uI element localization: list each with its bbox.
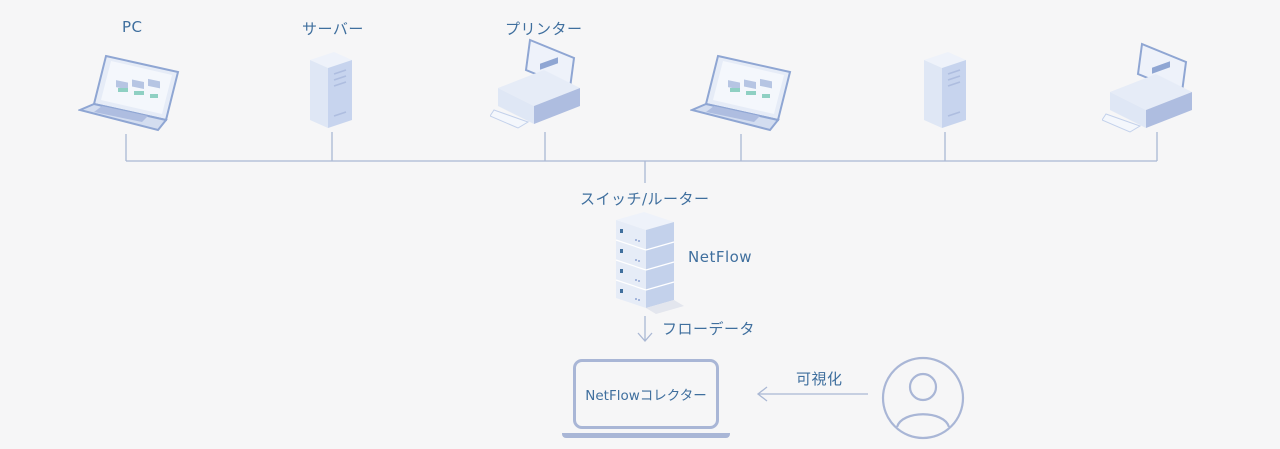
flow-data-label: フローデータ	[662, 320, 756, 338]
laptop-icon	[78, 54, 180, 132]
server-icon	[924, 52, 966, 128]
server-label: サーバー	[302, 20, 364, 38]
printer-icon	[490, 38, 580, 129]
visualize-label: 可視化	[796, 370, 843, 388]
netflow-label: NetFlow	[688, 248, 753, 266]
printer-label: プリンター	[505, 20, 583, 38]
netflow-collector-screen: NetFlowコレクター	[573, 359, 719, 429]
printer-icon	[1102, 42, 1192, 133]
user-icon	[881, 356, 965, 440]
server-icon	[310, 52, 352, 128]
collector-base	[562, 433, 730, 438]
collector-label: NetFlowコレクター	[585, 388, 707, 404]
laptop-icon	[690, 54, 792, 132]
switch-router-label: スイッチ/ルーター	[580, 190, 710, 208]
pc-label: PC	[122, 18, 143, 36]
rack-server-icon	[615, 212, 684, 314]
